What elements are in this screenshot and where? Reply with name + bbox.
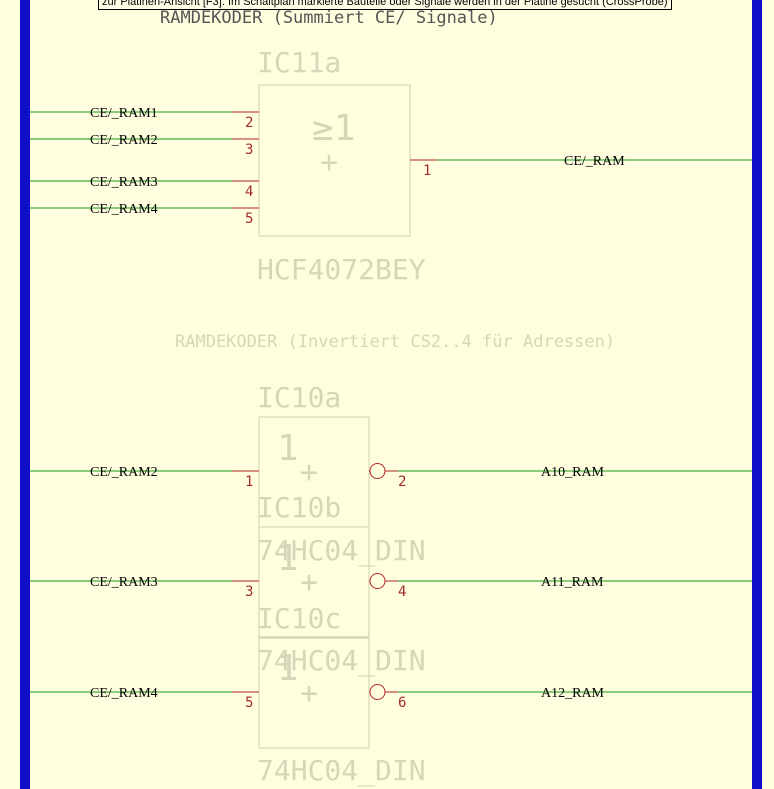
inverter-symbol: 1 bbox=[277, 538, 299, 579]
crossprobe-tooltip: zur Platinen-Ansicht [F3]. Im Schaltplan… bbox=[98, 0, 672, 10]
pin-number: 6 bbox=[398, 695, 406, 711]
pin-number: 3 bbox=[245, 142, 253, 158]
net-label: CE/_RAM4 bbox=[90, 686, 158, 701]
inverter-ref: IC10b bbox=[257, 491, 341, 524]
pin-number: 2 bbox=[245, 115, 253, 131]
or-gate-plus: + bbox=[320, 145, 338, 180]
net-label: A10_RAM bbox=[541, 465, 605, 480]
inverter-plus: + bbox=[300, 565, 318, 600]
inverter-body[interactable] bbox=[258, 526, 370, 638]
inverter-symbol: 1 bbox=[277, 648, 299, 689]
net-label: CE/_RAM1 bbox=[90, 106, 158, 121]
inverter-part: 74HC04_DIN bbox=[257, 534, 426, 568]
title-invertiert: RAMDEKODER (Invertiert CS2..4 für Adress… bbox=[175, 332, 615, 352]
net-label: CE/_RAM3 bbox=[90, 575, 158, 590]
inverter-part: 74HC04_DIN bbox=[257, 644, 426, 678]
inverter-ref: IC10a bbox=[257, 381, 341, 414]
pin-number: 1 bbox=[245, 474, 253, 490]
net-label: CE/_RAM4 bbox=[90, 202, 158, 217]
or-gate-part: HCF4072BEY bbox=[257, 253, 426, 286]
inverter-plus: + bbox=[300, 455, 318, 490]
sheet-border-right bbox=[752, 0, 762, 789]
sheet-border-left bbox=[20, 0, 30, 789]
inverter-ref: IC10c bbox=[257, 602, 341, 635]
pin-number: 3 bbox=[245, 584, 253, 600]
or-gate-ref: IC11a bbox=[257, 46, 341, 79]
pin-number: 2 bbox=[398, 474, 406, 490]
inverter-ic10a[interactable]: IC10a 1 + CE/_RAM2 1 2 A10_RAM 74HC04_DI… bbox=[30, 381, 752, 568]
net-label: A11_RAM bbox=[541, 575, 604, 590]
title-summiert: RAMDEKODER (Summiert CE/ Signale) bbox=[160, 8, 498, 28]
inverter-body[interactable] bbox=[258, 637, 370, 749]
inverter-part: 74HC04_DIN bbox=[257, 754, 426, 788]
pin-number: 5 bbox=[245, 211, 253, 227]
inverter-plus: + bbox=[300, 676, 318, 711]
or-output[interactable]: 1 CE/_RAM bbox=[410, 154, 752, 179]
pin-number: 1 bbox=[423, 163, 431, 179]
inverter-ic10b[interactable]: IC10b 1 + CE/_RAM3 3 4 A11_RAM 74HC04_DI… bbox=[30, 491, 752, 678]
pin-number: 4 bbox=[245, 184, 253, 200]
inverter-ic10c[interactable]: IC10c 1 + CE/_RAM4 5 6 A12_RAM 74HC04_DI… bbox=[30, 602, 752, 788]
or-input-1[interactable]: CE/_RAM1 2 bbox=[30, 106, 259, 131]
pin-number: 4 bbox=[398, 584, 406, 600]
or-input-3[interactable]: CE/_RAM3 4 bbox=[30, 175, 259, 200]
net-label: CE/_RAM bbox=[564, 154, 625, 169]
inverter-symbol: 1 bbox=[277, 428, 299, 469]
net-label: CE/_RAM2 bbox=[90, 133, 158, 148]
or-input-2[interactable]: CE/_RAM2 3 bbox=[30, 133, 259, 158]
net-label: A12_RAM bbox=[541, 686, 605, 701]
or-input-4[interactable]: CE/_RAM4 5 bbox=[30, 202, 259, 227]
or-gate-symbol: ≥1 bbox=[312, 108, 355, 149]
net-label: CE/_RAM3 bbox=[90, 175, 158, 190]
pin-number: 5 bbox=[245, 695, 253, 711]
net-label: CE/_RAM2 bbox=[90, 465, 158, 480]
